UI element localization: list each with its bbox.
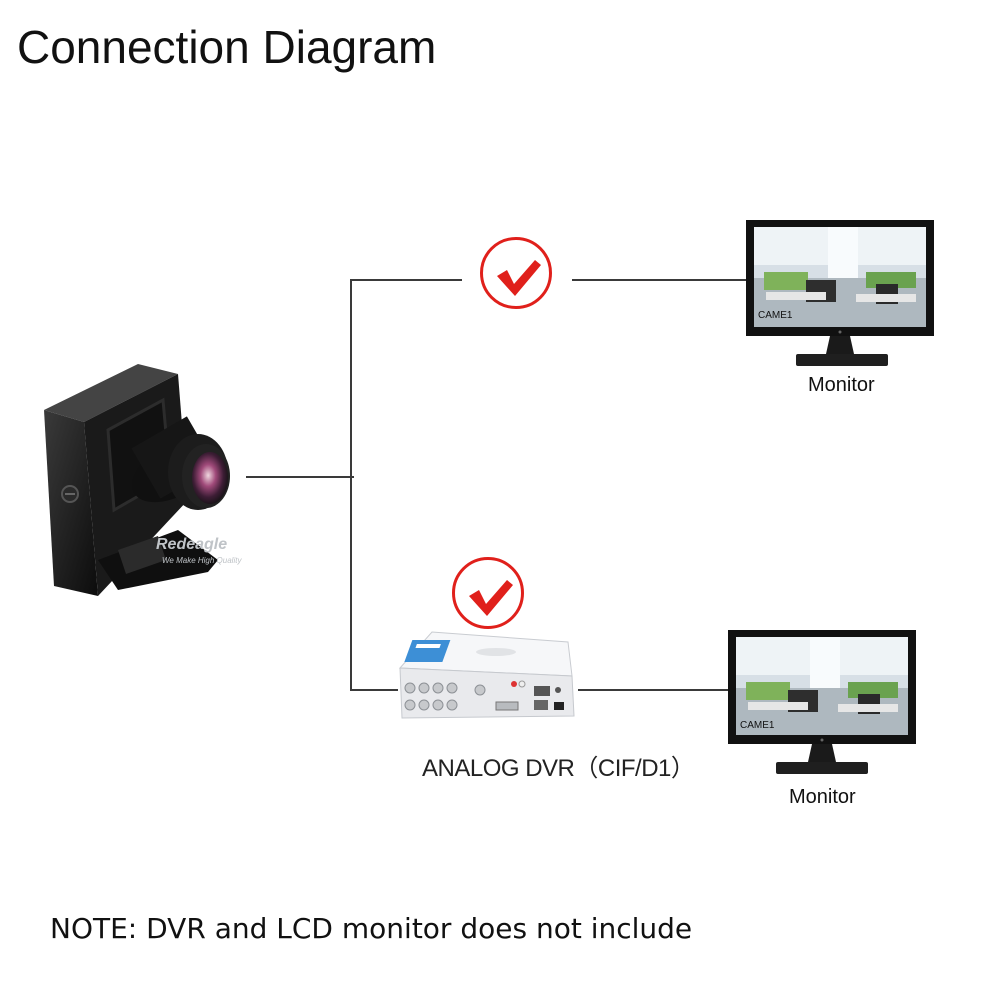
monitor-top: CAME1	[746, 220, 936, 370]
monitor-bottom-osd: CAME1	[740, 720, 775, 731]
trunk-wire	[350, 279, 352, 691]
monitor-bottom: CAME1	[728, 630, 918, 780]
note-text: NOTE: DVR and LCD monitor does not inclu…	[50, 912, 693, 945]
checkmark-icon	[480, 237, 552, 309]
monitor-bottom-label: Monitor	[789, 786, 856, 808]
dvr-monitor-wire	[578, 689, 730, 691]
monitor-top-label: Monitor	[808, 374, 875, 396]
dvr-branch-wire	[350, 689, 398, 691]
top-branch-wire-right	[572, 279, 750, 281]
camera-watermark: Redeagle	[156, 536, 228, 553]
dvr-label: ANALOG DVR（CIF/D1）	[422, 755, 695, 782]
top-branch-wire-left	[350, 279, 462, 281]
camera-wire	[246, 476, 354, 478]
camera: Redeagle We Make High Quality	[38, 360, 258, 600]
page-title: Connection Diagram	[17, 21, 437, 73]
checkmark-icon	[452, 557, 524, 629]
monitor-top-osd: CAME1	[758, 310, 793, 321]
camera-watermark-sub: We Make High Quality	[162, 556, 242, 565]
dvr	[396, 630, 580, 722]
